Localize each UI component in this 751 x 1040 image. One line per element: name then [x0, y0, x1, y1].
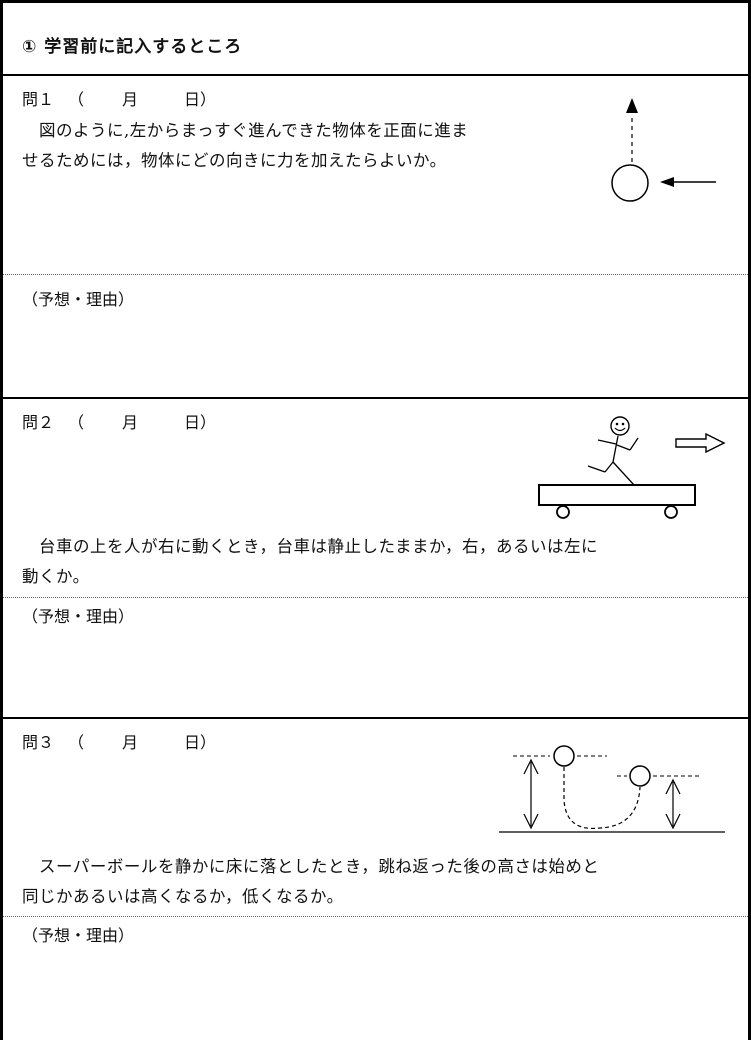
question-2-day: 日） [184, 413, 217, 432]
section-title: ① 学習前に記入するところ [22, 37, 243, 57]
person-arm-left [597, 439, 617, 445]
question-1-end-divider [0, 397, 751, 399]
frame-right [748, 0, 751, 1040]
question-3-month: 月 [122, 733, 139, 752]
left-arrow-head [660, 177, 674, 187]
question-1-text-line-1: 図のように,左からまっすぐ進んできた物体を正面に進ま [22, 121, 469, 140]
question-1-day: 日） [184, 90, 217, 109]
question-3-text-line-1: スーパーボールを静かに床に落としたとき，跳ね返った後の高さは始めと [22, 857, 600, 876]
question-3-date-open: （ [68, 733, 85, 752]
person-body [612, 435, 619, 463]
question-2-text-line-2: 動くか。 [22, 567, 90, 586]
question-2-text: 台車の上を人が右に動くとき，台車は静止したままか，右，あるいは左に 動くか。 [22, 532, 598, 592]
cart-wheel-left [556, 505, 570, 519]
question-1-label: 問１ （ 月 日） [22, 86, 216, 110]
question-2-month: 月 [122, 413, 139, 432]
person-leg-right [612, 461, 635, 486]
up-arrow-head [626, 98, 638, 113]
question-3-number: 問３ [22, 733, 55, 752]
question-2-divider [3, 597, 748, 598]
person-arm-right [616, 444, 631, 451]
question-2-figure [538, 416, 726, 519]
question-1-month: 月 [122, 90, 139, 109]
header-divider [0, 74, 751, 76]
object-circle [611, 164, 649, 202]
smiley-head [610, 416, 630, 436]
question-3-text: スーパーボールを静かに床に落としたとき，跳ね返った後の高さは始めと 同じかあるい… [22, 852, 599, 912]
question-2-number: 問２ [22, 413, 55, 432]
question-2-end-divider [0, 717, 751, 719]
question-3-text-line-2: 同じかあるいは高くなるか，低くなるか。 [22, 887, 344, 906]
frame-top [0, 0, 751, 3]
ball-start [553, 745, 575, 767]
question-1-text: 図のように,左からまっすぐ進んできた物体を正面に進ま せるためには，物体にどの向… [22, 116, 468, 176]
question-2-text-line-1: 台車の上を人が右に動くとき，台車は静止したままか，右，あるいは左に [22, 537, 599, 556]
question-2-date-open: （ [68, 413, 85, 432]
question-3-divider [3, 916, 748, 917]
cart-body [538, 484, 696, 506]
question-1-date-open: （ [68, 90, 85, 109]
question-1-number: 問１ [22, 90, 55, 109]
question-1-answer-label: （予想・理由） [22, 290, 135, 309]
question-1-text-line-2: せるためには，物体にどの向きに力を加えたらよいか。 [22, 151, 447, 170]
question-1-divider [3, 274, 748, 275]
question-1-figure [611, 98, 716, 202]
hollow-right-arrow-icon [675, 432, 726, 454]
person-leg-left [604, 461, 614, 473]
question-3-figure [499, 745, 725, 833]
question-2-answer-label: （予想・理由） [22, 607, 135, 626]
frame-left [0, 0, 3, 1040]
question-3-day: 日） [184, 733, 217, 752]
question-2-label: 問２ （ 月 日） [22, 409, 216, 433]
question-3-label: 問３ （ 月 日） [22, 729, 216, 753]
question-3-answer-label: （予想・理由） [22, 926, 135, 945]
cart-wheel-right [664, 505, 678, 519]
ball-rebound [629, 765, 651, 787]
ball-trajectory [563, 767, 641, 830]
